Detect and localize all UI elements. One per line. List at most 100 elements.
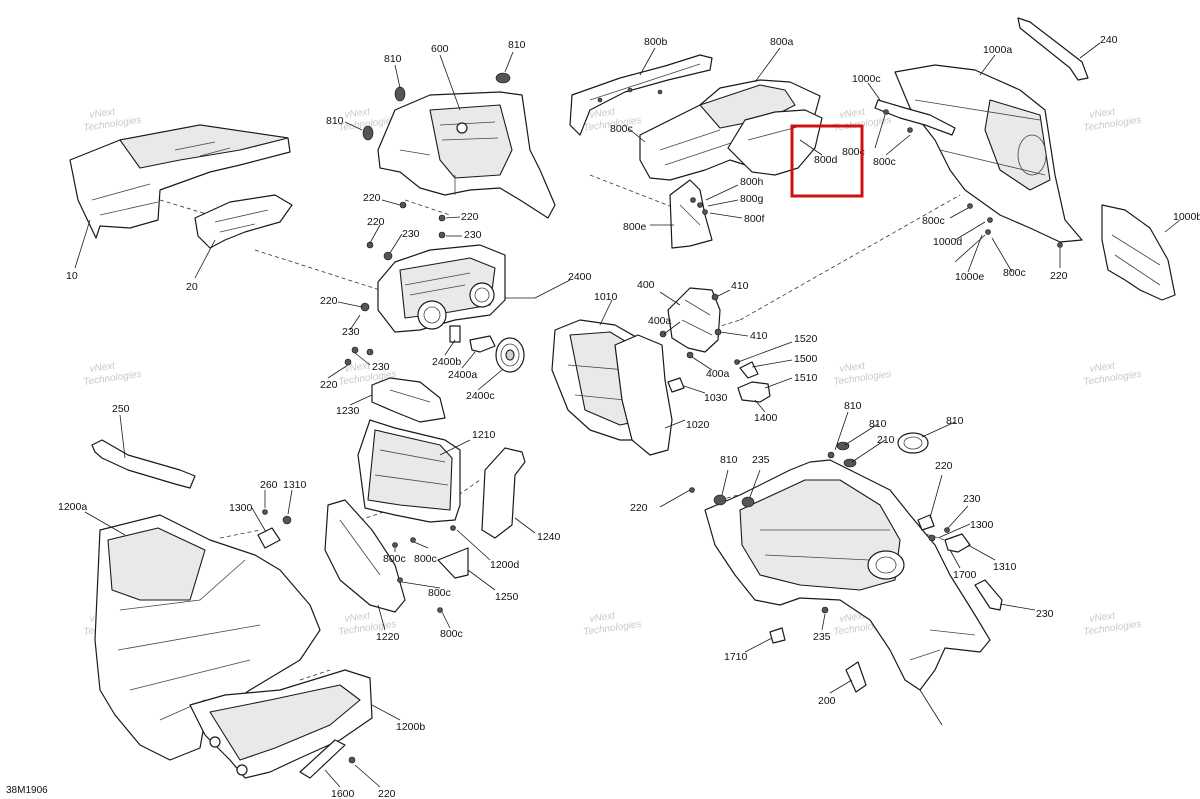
callout-220: 220	[367, 216, 385, 228]
callout-210: 810	[946, 415, 964, 427]
callout-810: 810	[384, 53, 402, 65]
watermark-line1: vNext	[344, 360, 372, 375]
watermark-line1: vNext	[1089, 610, 1117, 625]
callout-410: 410	[731, 280, 749, 292]
watermark-line1: vNext	[89, 360, 117, 375]
watermark-line1: vNext	[89, 106, 117, 121]
callout-800c: 1000d	[933, 236, 962, 248]
callout-1200d: 1200d	[490, 559, 519, 571]
callout-600: 600	[431, 43, 449, 55]
callout-800g: 800g	[740, 193, 764, 205]
part-250-strip	[91, 439, 196, 489]
callout-410: 410	[750, 330, 768, 342]
callout-230: 230	[402, 228, 420, 240]
callout-230: 1300	[970, 519, 994, 531]
callout-260: 260	[260, 479, 278, 491]
drawing-number: 38M1906	[6, 785, 48, 796]
callout-220: 810	[844, 400, 862, 412]
callout-20: 20	[186, 281, 198, 293]
callout-1210: 1210	[472, 429, 496, 441]
callout-235: 1710	[724, 651, 748, 663]
callout-2400c: 2400c	[466, 390, 495, 402]
callout-220: 230	[963, 493, 981, 505]
callout-1000e: 800c	[1003, 267, 1026, 279]
part-1220-side-plate	[324, 499, 406, 613]
callout-800c: 220	[1050, 270, 1068, 282]
callout-220: 220	[461, 211, 479, 223]
callout-250: 250	[112, 403, 130, 415]
fasteners	[262, 72, 1063, 764]
callout-1250: 1250	[495, 591, 519, 603]
callout-2400b: 2400b	[432, 356, 461, 368]
callout-1520: 1520	[794, 333, 818, 345]
part-800e-lower-inner-panel	[669, 179, 713, 249]
callout-1000a: 1000a	[983, 44, 1012, 56]
callout-10: 10	[66, 270, 78, 282]
part-2400a-bulb	[449, 325, 496, 353]
callout-810: 810	[869, 418, 887, 430]
callout-1300: 1300	[229, 502, 253, 514]
callout-1310: 1310	[283, 479, 307, 491]
callout-1600: 1600	[331, 788, 355, 799]
callout-800a: 800a	[770, 36, 794, 48]
callout-230: 235	[813, 631, 831, 643]
part-1030-clip	[667, 377, 685, 393]
callout-1400: 1400	[754, 412, 778, 424]
part-1210-side-panel	[357, 419, 461, 523]
callout-2400a: 2400a	[448, 369, 477, 381]
callout-800h: 800h	[740, 176, 764, 188]
callout-1500: 1500	[794, 353, 818, 365]
callout-220: 220	[378, 788, 396, 799]
callout-800c: 800c	[414, 553, 437, 565]
part-240-strip	[1017, 17, 1089, 81]
callout-800c: 800c	[842, 146, 865, 158]
callout-800d: 800d	[814, 154, 838, 166]
callout-800b: 800b	[644, 36, 668, 48]
callout-1230: 1230	[336, 405, 360, 417]
highlight-box-800d	[790, 124, 864, 198]
part-1230-bracket	[371, 377, 446, 423]
callout-1300: 1310	[993, 561, 1017, 573]
watermark-line1: vNext	[1089, 106, 1117, 121]
callout-220: 220	[363, 192, 381, 204]
part-1600-trim-strip	[299, 739, 346, 779]
part-1000b-side-intake	[1101, 204, 1176, 301]
callout-1200a: 1200a	[58, 501, 87, 513]
part-1400-latch	[737, 361, 771, 403]
callout-1030: 1030	[704, 392, 728, 404]
callout-1240: 1240	[537, 531, 561, 543]
callout-240: 240	[1100, 34, 1118, 46]
callout-1020: 1020	[686, 419, 710, 431]
part-1700-trim	[974, 579, 1003, 611]
leader-lines	[74, 42, 1181, 788]
callout-1000d: 1000e	[955, 271, 984, 283]
callout-2400: 2400	[568, 271, 592, 283]
part-600-instrument-console	[377, 91, 556, 219]
callout-1510: 1510	[794, 372, 818, 384]
part-2400-headlight-assembly	[377, 244, 506, 333]
callout-230: 230	[372, 361, 390, 373]
part-235-pad	[769, 514, 935, 644]
watermark-line1: vNext	[839, 106, 867, 121]
callout-800c: 800c	[610, 123, 633, 135]
watermark-line1: vNext	[344, 106, 372, 121]
part-1240-side-insert	[481, 447, 526, 539]
callout-800c: 800c	[873, 156, 896, 168]
callout-800e: 800e	[623, 221, 647, 233]
callout-220: 220	[630, 502, 648, 514]
callout-220: 220	[320, 379, 338, 391]
callout-810: 235	[752, 454, 770, 466]
part-2400c-lens-ring	[495, 337, 525, 373]
callout-810: 210	[877, 434, 895, 446]
callout-1700: 230	[1036, 608, 1054, 620]
part-1710-plate	[845, 661, 867, 693]
part-400-housing	[667, 287, 721, 353]
callout-230: 230	[342, 326, 360, 338]
part-10-nose-cowl	[69, 124, 291, 239]
callout-1200b: 1200b	[396, 721, 425, 733]
callout-220: 220	[320, 295, 338, 307]
watermark-line1: vNext	[1089, 360, 1117, 375]
callout-810: 810	[720, 454, 738, 466]
part-1300-lock	[257, 527, 971, 553]
